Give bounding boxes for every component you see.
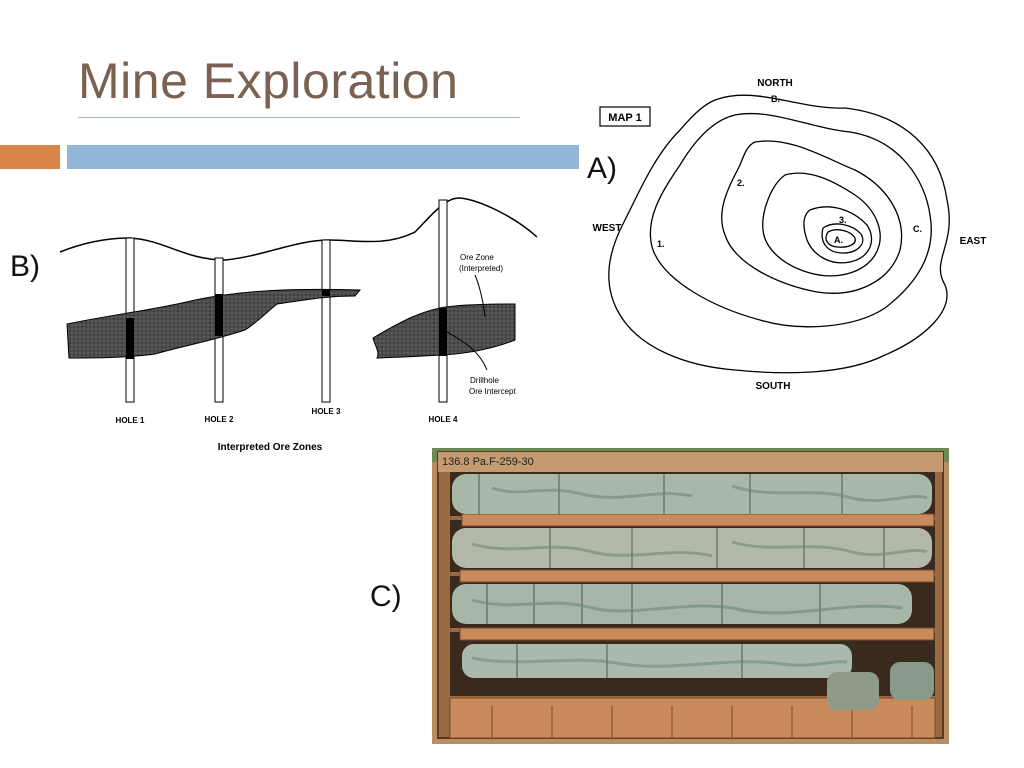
drillhole-label-sub: Ore Intercept — [469, 387, 516, 396]
slide-title: Mine Exploration — [78, 53, 459, 109]
hole-4-label: HOLE 4 — [429, 415, 458, 424]
compass-south: SOUTH — [756, 381, 791, 392]
map-point-2: 2. — [737, 178, 745, 188]
section-caption: Interpreted Ore Zones — [218, 442, 323, 453]
panel-label-c: C) — [370, 580, 402, 613]
drill-core-box-photo: 136.8 Pa.F-259-30 — [432, 448, 949, 744]
ore-zone-label: Ore Zone — [460, 253, 494, 262]
core-samples — [452, 474, 934, 710]
panel-label-a: A) — [587, 152, 617, 185]
accent-bar-blue — [67, 145, 579, 169]
hole-1-label: HOLE 1 — [116, 416, 145, 425]
compass-north: NORTH — [757, 78, 793, 89]
title-underline — [78, 117, 520, 118]
map-point-c: C. — [913, 224, 922, 234]
panel-label-b: B) — [10, 250, 40, 283]
contour-map: MAP 1 NORTH SOUTH EAST WEST 1. 2. 3. A. … — [593, 78, 987, 392]
ore-zone-label-sub: (Interpreted) — [459, 264, 503, 273]
drillhole-label: Drillhole — [470, 376, 499, 385]
map-badge: MAP 1 — [608, 112, 641, 124]
map-point-b: B. — [771, 94, 780, 104]
hole-3-label: HOLE 3 — [312, 407, 341, 416]
ore-zone-leader — [474, 274, 486, 318]
ore-cross-section: Ore Zone (Interpreted) Drillhole Ore Int… — [59, 197, 538, 453]
ore-zone-west — [66, 288, 362, 359]
map-point-3: 3. — [839, 215, 847, 225]
drillhole-ore-intercepts — [126, 290, 447, 359]
compass-east: EAST — [960, 236, 987, 247]
hole-2-label: HOLE 2 — [205, 415, 234, 424]
contour-lines — [608, 94, 950, 374]
core-veining — [471, 484, 928, 668]
map-point-a: A. — [834, 235, 843, 245]
map-badge-box — [599, 106, 651, 127]
drillhole-leader — [446, 331, 488, 371]
accent-bar-orange — [0, 145, 60, 169]
compass-west: WEST — [593, 223, 622, 234]
box-dividers — [491, 706, 913, 738]
map-point-1: 1. — [657, 239, 665, 249]
core-box-tag: 136.8 Pa.F-259-30 — [442, 456, 534, 468]
